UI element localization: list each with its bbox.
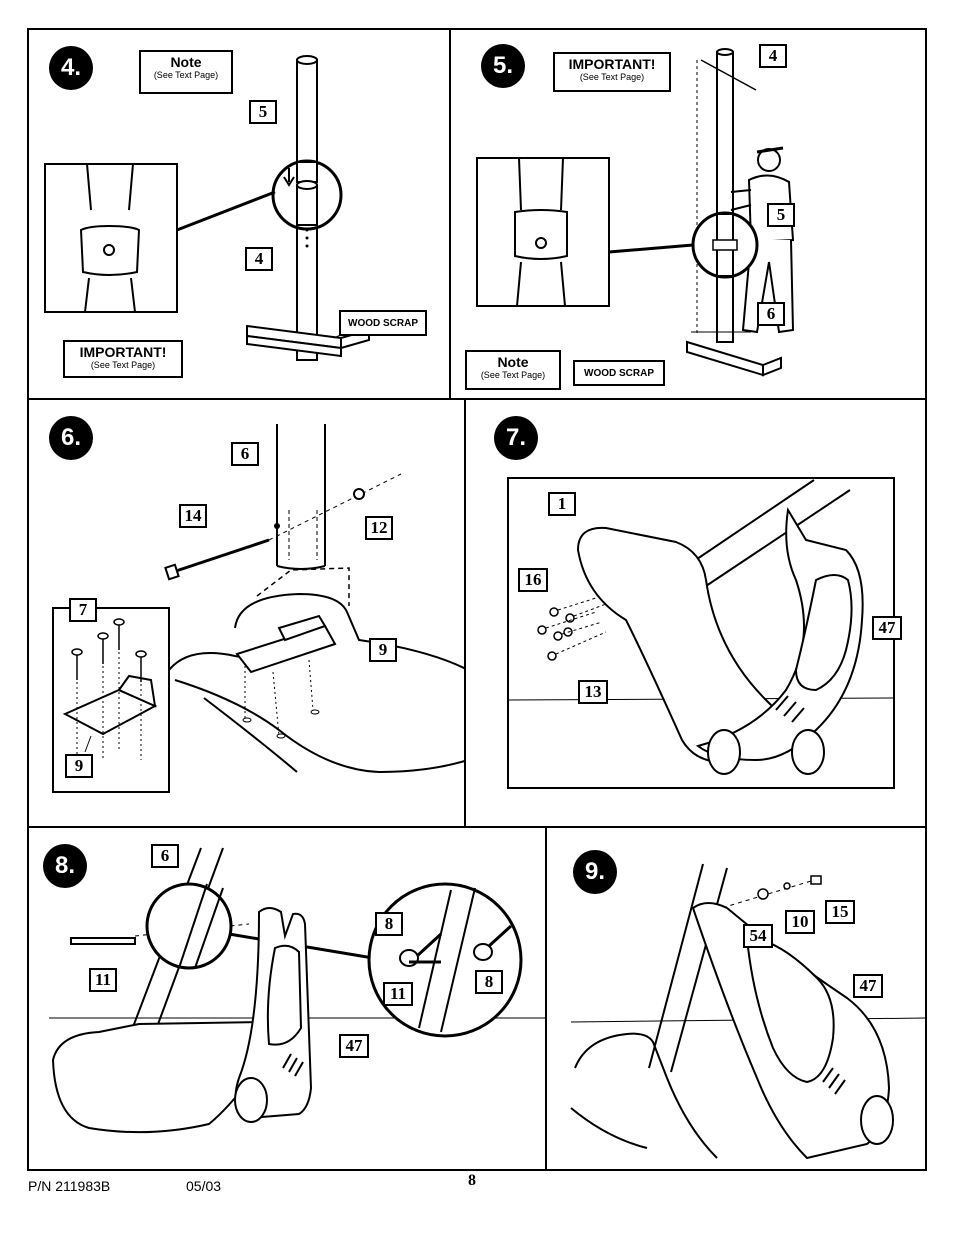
part-label-13: 13 [578, 680, 608, 704]
important-subtitle: (See Text Page) [579, 72, 645, 82]
important-box: IMPORTANT! (See Text Page) [63, 340, 183, 378]
step-number: 7. [494, 416, 538, 460]
step-6-panel: 6. 6 14 12 9 7 9 [27, 398, 466, 828]
wood-scrap-label: WOOD SCRAP [573, 360, 665, 386]
part-label-7: 7 [69, 598, 97, 622]
part-label-6: 6 [231, 442, 259, 466]
important-title: IMPORTANT! [79, 344, 167, 360]
important-title: IMPORTANT! [568, 56, 656, 72]
part-label-1: 1 [548, 492, 576, 516]
part-label-8-detail: 8 [475, 970, 503, 994]
step-7-illustration [507, 477, 895, 789]
part-label-14: 14 [179, 504, 207, 528]
part-label-11-detail: 11 [383, 982, 413, 1006]
step-number: 6. [49, 416, 93, 460]
part-label-8: 8 [375, 912, 403, 936]
note-box: Note (See Text Page) [139, 50, 233, 94]
step-4-panel: 4. Note (See Text Page) 5 4 WOOD SCRAP I… [27, 28, 451, 400]
part-label-16: 16 [518, 568, 548, 592]
part-label-6: 6 [151, 844, 179, 868]
note-subtitle: (See Text Page) [153, 70, 219, 80]
part-label-47: 47 [872, 616, 902, 640]
step-number: 4. [49, 46, 93, 90]
step-7-panel: 7. 1 16 47 13 [464, 398, 927, 828]
part-label-4: 4 [245, 247, 273, 271]
part-label-15: 15 [825, 900, 855, 924]
part-label-9-inset: 9 [65, 754, 93, 778]
step-8-panel: 8. 6 11 47 8 11 8 [27, 826, 548, 1171]
part-label-5: 5 [249, 100, 277, 124]
step-number: 9. [573, 850, 617, 894]
part-label-4: 4 [759, 44, 787, 68]
part-label-5: 5 [767, 203, 795, 227]
step-9-panel: 9. 54 10 15 47 [545, 826, 927, 1171]
important-subtitle: (See Text Page) [90, 360, 156, 370]
part-label-10: 10 [785, 910, 815, 934]
part-label-11: 11 [89, 968, 117, 992]
step-8-illustration [49, 847, 546, 1134]
step-6-illustration [52, 424, 464, 793]
part-label-54: 54 [743, 924, 773, 948]
step-5-panel: 5. IMPORTANT! (See Text Page) 4 5 6 Note… [449, 28, 927, 400]
step-number: 5. [481, 44, 525, 88]
note-title: Note [497, 354, 529, 370]
step-number: 8. [43, 844, 87, 888]
wood-scrap-label: WOOD SCRAP [339, 310, 427, 336]
part-label-47: 47 [853, 974, 883, 998]
note-subtitle: (See Text Page) [480, 370, 546, 380]
revision-date: 05/03 [186, 1178, 222, 1194]
note-box: Note (See Text Page) [465, 350, 561, 390]
step-4-illustration [44, 55, 370, 361]
step-5-illustration [476, 48, 795, 377]
step-9-illustration [570, 863, 925, 1160]
part-label-12: 12 [365, 516, 393, 540]
note-title: Note [170, 54, 202, 70]
important-box: IMPORTANT! (See Text Page) [553, 52, 671, 92]
part-label-9: 9 [369, 638, 397, 662]
page-number: 8 [468, 1172, 476, 1189]
part-label-47: 47 [339, 1034, 369, 1058]
part-number: P/N 211983B [28, 1178, 111, 1194]
part-label-6: 6 [757, 302, 785, 326]
